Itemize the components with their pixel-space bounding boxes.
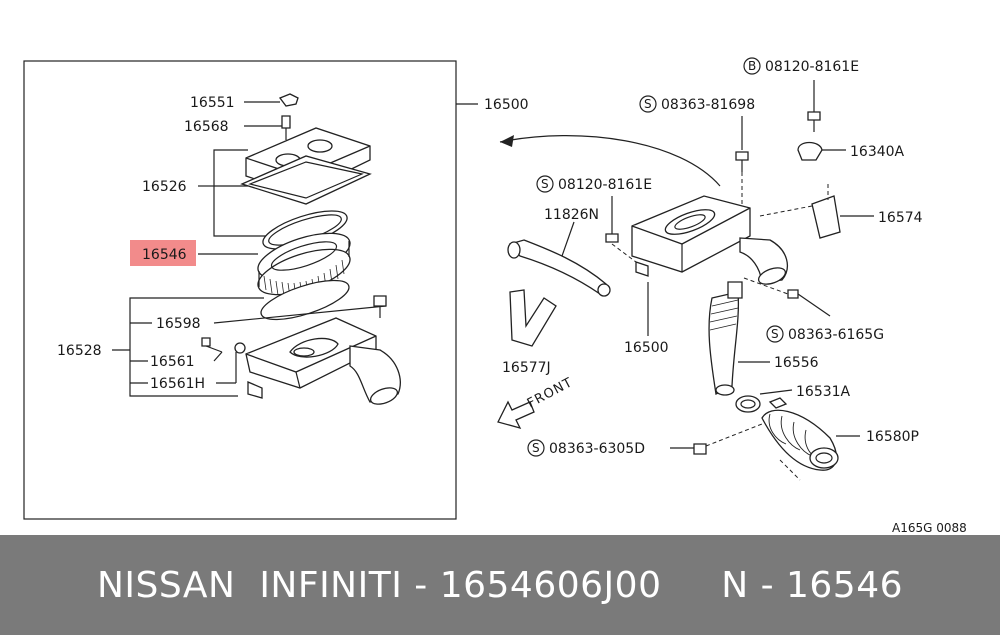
symbol-s-circle-4 [527,439,545,457]
label-08363-6305d: 08363-6305D [549,441,645,457]
symbol-s-1: S [644,97,652,111]
symbol-s-circle-1 [639,95,657,113]
label-front: FRONT [525,375,576,411]
label-16556: 16556 [774,355,819,371]
label-16551: 16551 [190,95,235,111]
label-16340a: 16340A [850,144,905,160]
label-08363-6165g: 08363-6165G [788,327,884,343]
assembly-frame [23,60,457,520]
symbol-b: B [748,59,756,73]
label-16577j: 16577J [502,360,551,376]
label-16598: 16598 [156,316,201,332]
footer-title: NISSAN INFINITI - 1654606J00 N - 16546 [96,564,904,606]
reference-code: A165G 0088 [892,521,967,535]
symbol-s-3: S [771,327,779,341]
label-16546: 16546 [142,247,187,263]
parts-diagram: B S S S S 16551 16568 16526 16546 16528 … [23,57,967,535]
highlight-marker [130,240,196,266]
symbol-b-circle [743,57,761,75]
symbol-s-circle-2 [536,175,554,193]
label-08363-81698: 08363-81698 [661,97,755,113]
symbol-s-circle-3 [766,325,784,343]
symbol-s-4: S [532,441,540,455]
label-16580p: 16580P [866,429,919,445]
label-16561: 16561 [150,354,195,370]
symbol-s-2: S [541,177,549,191]
label-16528: 16528 [57,343,102,359]
label-16568: 16568 [184,119,229,135]
part-number-footer: NISSAN INFINITI - 1654606J00 N - 16546 [0,535,1000,635]
label-16500-main: 16500 [624,340,669,356]
label-11826n: 11826N [544,207,599,223]
label-16574: 16574 [878,210,923,226]
label-08120-8161e-b: 08120-8161E [765,59,859,75]
label-16526: 16526 [142,179,187,195]
label-16561h: 16561H [150,376,205,392]
label-16531a: 16531A [796,384,851,400]
label-08120-8161e-s: 08120-8161E [558,177,652,193]
label-16500-frame: 16500 [484,97,529,113]
